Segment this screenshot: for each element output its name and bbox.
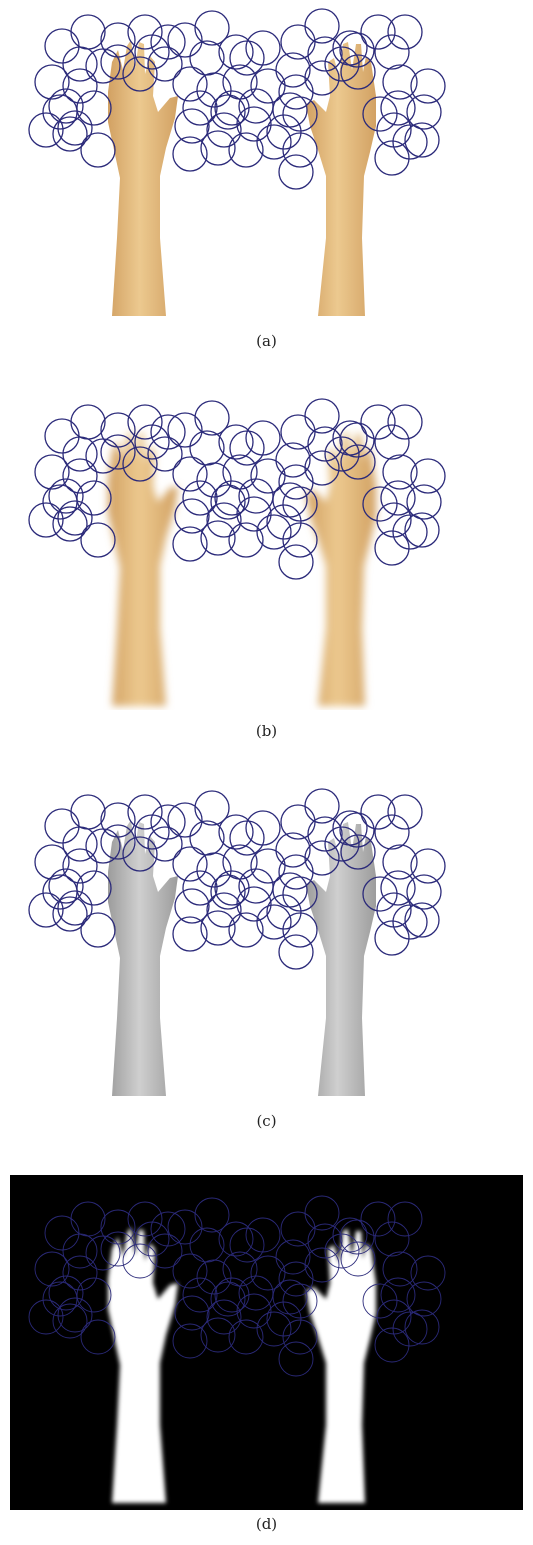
panel-d-caption: (d)	[0, 1515, 533, 1533]
panel-background	[0, 390, 533, 710]
panel-b: (b)	[0, 390, 533, 750]
panel-d: (d)	[0, 1175, 533, 1545]
panel-c-caption: (c)	[0, 1112, 533, 1130]
panel-a: (a)	[0, 0, 533, 360]
panel-c-image	[0, 780, 533, 1100]
panel-a-image	[0, 0, 533, 320]
panel-d-image	[0, 1175, 533, 1510]
panel-c: (c)	[0, 780, 533, 1140]
panel-a-caption: (a)	[0, 332, 533, 350]
panel-b-image	[0, 390, 533, 710]
panel-background	[0, 0, 533, 320]
panel-background	[0, 780, 533, 1100]
panel-b-caption: (b)	[0, 722, 533, 740]
panel-background	[10, 1175, 523, 1510]
